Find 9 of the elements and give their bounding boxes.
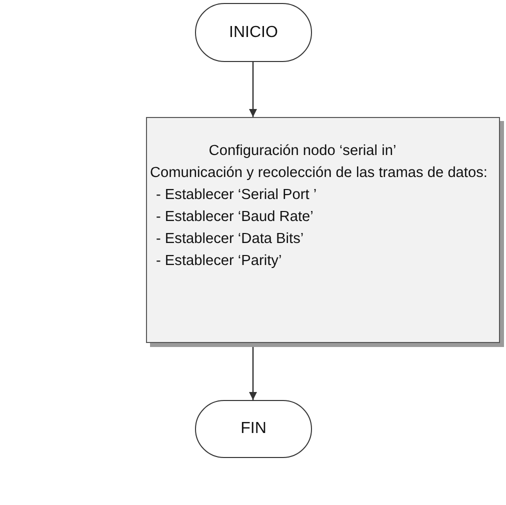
list-item: - Establecer ‘Serial Port ’ [155, 186, 318, 205]
arrow [249, 62, 257, 117]
terminal-label: INICIO [229, 24, 278, 42]
list-item: - Establecer ‘Parity’ [155, 252, 283, 271]
box-heading: Configuración nodo ‘serial in’ [208, 142, 398, 161]
terminal-label: FIN [240, 420, 266, 438]
list-item: - Establecer ‘Data Bits’ [155, 230, 305, 249]
box-text: Comunicación y recolección de las tramas de datos: [150, 164, 488, 183]
list-item: - Establecer ‘Baud Rate’ [155, 208, 314, 227]
